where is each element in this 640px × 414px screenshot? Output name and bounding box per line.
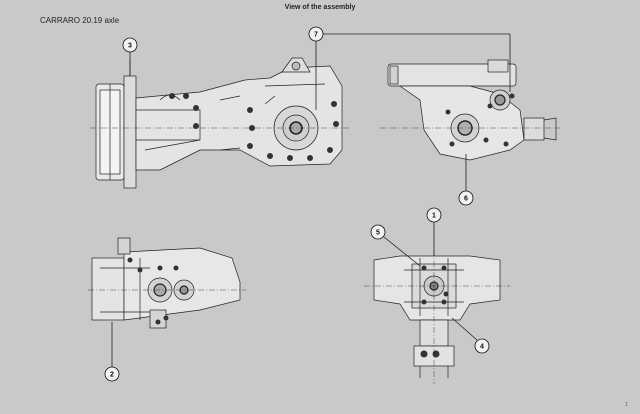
callout-6-label: 6	[464, 196, 468, 203]
plan-view-drawing	[88, 237, 246, 329]
callout-2-label: 2	[110, 372, 114, 379]
section-view-drawing	[364, 250, 510, 384]
leader-lines	[111, 33, 511, 367]
callout-2: 2	[104, 366, 120, 382]
page-title: View of the assembly	[284, 4, 356, 11]
callout-5-label: 5	[376, 230, 380, 237]
callout-3: 3	[122, 37, 138, 53]
axle-model-label: CARRARO 20.19 axle	[40, 16, 120, 25]
callout-7: 7	[308, 26, 324, 42]
page-number: 1	[625, 402, 628, 408]
callout-6: 6	[458, 190, 474, 206]
callout-1: 1	[426, 207, 442, 223]
callout-4: 4	[474, 338, 490, 354]
callout-7-label: 7	[314, 32, 318, 39]
side-view-drawing	[90, 57, 350, 189]
end-view-drawing	[380, 59, 560, 161]
callout-4-label: 4	[480, 344, 484, 351]
callout-3-label: 3	[128, 43, 132, 50]
callout-5: 5	[370, 224, 386, 240]
callout-1-label: 1	[432, 213, 436, 220]
